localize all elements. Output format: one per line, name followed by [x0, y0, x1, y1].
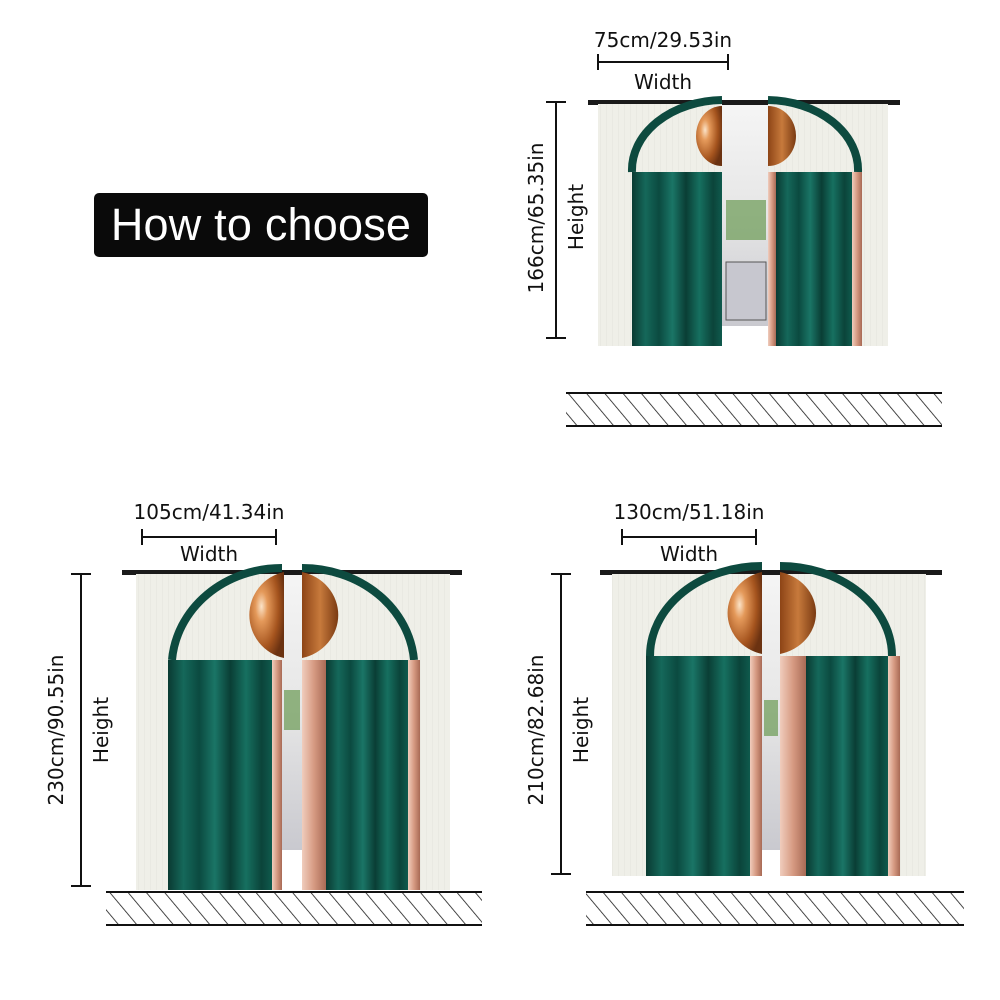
width-label-large: 105cm/41.34in [133, 500, 285, 524]
curtain-small [546, 54, 942, 427]
height-label-large: 230cm/90.55in [44, 654, 68, 806]
curtain-medium [551, 529, 964, 926]
height-caption-medium: Height [569, 696, 593, 764]
width-label-small: 75cm/29.53in [593, 28, 733, 52]
curtain-large [71, 529, 482, 926]
title-badge: How to choose [94, 193, 428, 257]
width-label-medium: 130cm/51.18in [613, 500, 765, 524]
width-caption-medium: Width [659, 542, 719, 566]
width-caption-small: Width [633, 70, 693, 94]
height-label-small: 166cm/65.35in [524, 142, 548, 294]
height-caption-small: Height [564, 183, 588, 251]
height-caption-large: Height [89, 696, 113, 764]
width-caption-large: Width [179, 542, 239, 566]
height-label-medium: 210cm/82.68in [524, 654, 548, 806]
